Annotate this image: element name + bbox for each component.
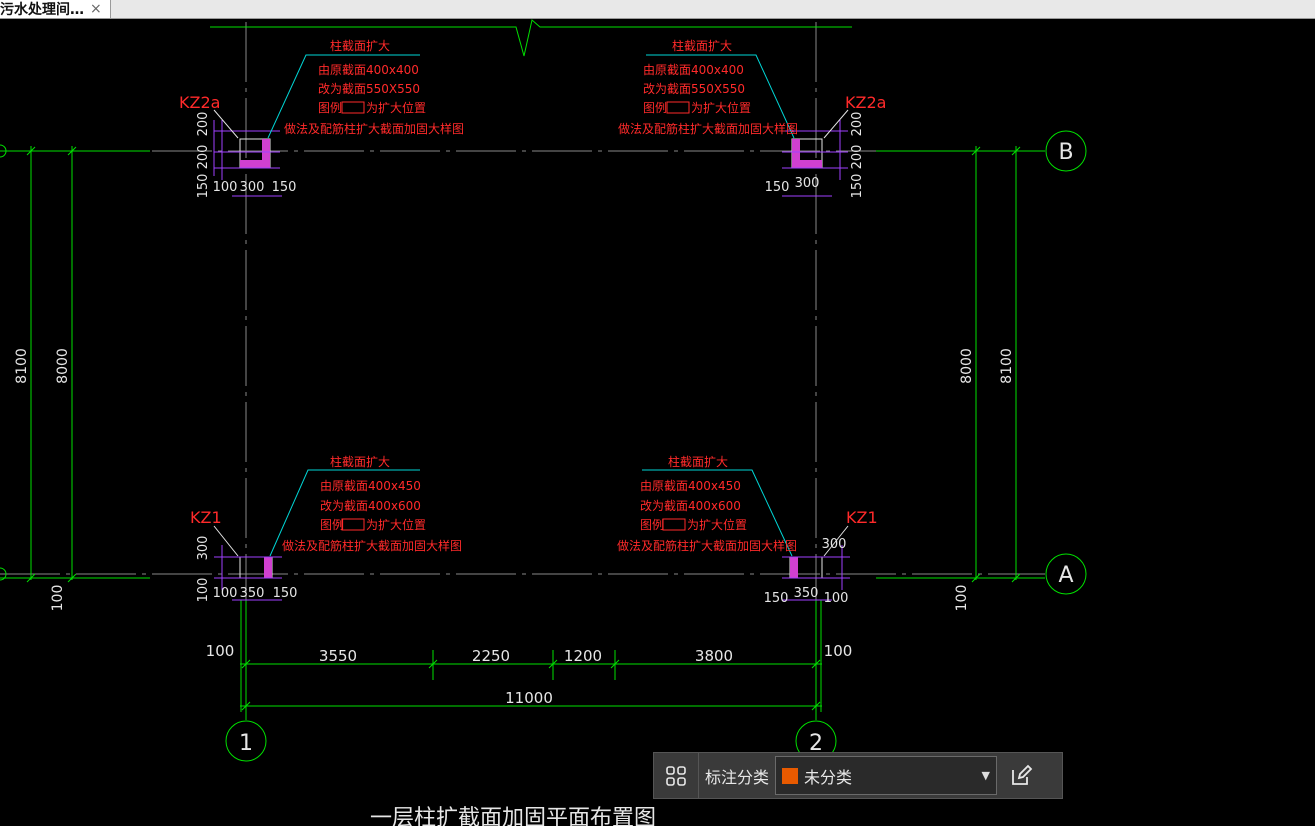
svg-text:300: 300 xyxy=(795,176,820,191)
svg-text:150: 150 xyxy=(765,180,790,195)
label-kz1-bottom-left: KZ1 xyxy=(190,508,222,527)
dim-100-left: 100 xyxy=(50,585,66,612)
svg-text:350: 350 xyxy=(240,586,265,601)
svg-text:柱截面扩大: 柱截面扩大 xyxy=(330,38,390,53)
grid-lines xyxy=(0,22,1045,720)
svg-text:100: 100 xyxy=(213,586,238,601)
svg-text:改为截面550X550: 改为截面550X550 xyxy=(643,82,745,96)
svg-text:为扩大位置: 为扩大位置 xyxy=(691,100,751,115)
svg-text:为扩大位置: 为扩大位置 xyxy=(366,100,426,115)
svg-text:150: 150 xyxy=(272,180,297,195)
svg-text:150: 150 xyxy=(850,174,865,199)
svg-text:1: 1 xyxy=(239,731,253,756)
dim-100-bottom-left: 100 xyxy=(206,642,235,660)
svg-text:150: 150 xyxy=(196,174,211,199)
svg-text:柱截面扩大: 柱截面扩大 xyxy=(668,454,728,469)
annotation-category-panel: 标注分类 未分类 ▼ xyxy=(653,752,1063,799)
svg-text:350: 350 xyxy=(794,586,819,601)
note-top-left: 柱截面扩大 由原截面400x400 改为截面550X550 图例 为扩大位置 做… xyxy=(284,38,464,136)
axis-bubble-a: A xyxy=(1045,553,1087,595)
svg-text:做法及配筋柱扩大截面加固大样图: 做法及配筋柱扩大截面加固大样图 xyxy=(282,538,462,553)
svg-text:150: 150 xyxy=(273,586,298,601)
svg-text:由原截面400x400: 由原截面400x400 xyxy=(643,63,744,77)
grid-layout-icon[interactable] xyxy=(654,753,698,798)
svg-text:图例: 图例 xyxy=(640,518,664,532)
svg-text:做法及配筋柱扩大截面加固大样图: 做法及配筋柱扩大截面加固大样图 xyxy=(617,538,797,553)
dim-3800: 3800 xyxy=(695,647,733,665)
axis-bubble-b: B xyxy=(1045,130,1087,172)
dim-8100-left: 8100 xyxy=(14,348,30,384)
label-kz2a-top-right: KZ2a xyxy=(845,93,886,112)
left-dimensions xyxy=(0,146,150,583)
svg-text:100: 100 xyxy=(196,578,211,603)
plan-title: 一层柱扩截面加固平面布置图 xyxy=(370,806,656,826)
dim-100-right: 100 xyxy=(954,585,970,612)
svg-text:2: 2 xyxy=(809,731,823,756)
note-bottom-right: 柱截面扩大 由原截面400x450 改为截面400x600 图例 为扩大位置 做… xyxy=(617,454,797,553)
svg-text:为扩大位置: 为扩大位置 xyxy=(687,517,747,532)
note-bottom-left: 柱截面扩大 由原截面400x450 改为截面400x600 图例 为扩大位置 做… xyxy=(282,454,462,553)
svg-text:柱截面扩大: 柱截面扩大 xyxy=(330,454,390,469)
note-top-right: 柱截面扩大 由原截面400x400 改为截面550X550 图例 为扩大位置 做… xyxy=(618,38,798,136)
svg-text:300: 300 xyxy=(822,537,847,552)
svg-text:图例: 图例 xyxy=(318,101,342,115)
svg-text:B: B xyxy=(1058,140,1073,165)
label-kz1-bottom-right: KZ1 xyxy=(846,508,878,527)
svg-text:由原截面400x400: 由原截面400x400 xyxy=(318,63,419,77)
svg-text:改为截面400x600: 改为截面400x600 xyxy=(640,499,741,513)
category-selected-value: 未分类 xyxy=(804,767,853,787)
svg-text:做法及配筋柱扩大截面加固大样图: 做法及配筋柱扩大截面加固大样图 xyxy=(618,121,798,136)
svg-text:由原截面400x450: 由原截面400x450 xyxy=(640,479,741,493)
svg-text:由原截面400x450: 由原截面400x450 xyxy=(320,479,421,493)
svg-text:柱截面扩大: 柱截面扩大 xyxy=(672,38,732,53)
bottom-dimensions xyxy=(240,600,822,712)
right-dimensions xyxy=(876,146,1045,583)
svg-text:改为截面400x600: 改为截面400x600 xyxy=(320,499,421,513)
title-bar: 污水处理间… × xyxy=(0,0,1315,19)
tab-title: 污水处理间… xyxy=(0,2,84,18)
dim-3550: 3550 xyxy=(319,647,357,665)
svg-text:图例: 图例 xyxy=(320,518,344,532)
column-kz1-bottom-right[interactable] xyxy=(782,545,850,601)
dim-11000: 11000 xyxy=(505,689,553,707)
svg-text:300: 300 xyxy=(196,536,211,561)
column-kz1-bottom-left[interactable] xyxy=(214,545,282,601)
svg-text:100: 100 xyxy=(824,591,849,606)
label-kz2a-top-left: KZ2a xyxy=(179,93,220,112)
dim-100-bottom-right: 100 xyxy=(824,642,853,660)
column-kz2a-top-right[interactable] xyxy=(782,120,848,197)
dim-1200: 1200 xyxy=(564,647,602,665)
svg-text:200: 200 xyxy=(850,145,865,170)
svg-text:300: 300 xyxy=(240,180,265,195)
svg-text:图例: 图例 xyxy=(643,101,667,115)
close-icon[interactable]: × xyxy=(90,1,102,17)
svg-text:200: 200 xyxy=(196,112,211,137)
dim-2250: 2250 xyxy=(472,647,510,665)
svg-text:做法及配筋柱扩大截面加固大样图: 做法及配筋柱扩大截面加固大样图 xyxy=(284,121,464,136)
svg-text:150: 150 xyxy=(764,591,789,606)
svg-text:A: A xyxy=(1058,563,1073,588)
column-kz2a-top-left[interactable] xyxy=(213,120,282,197)
top-break-line xyxy=(210,19,852,57)
svg-text:200: 200 xyxy=(196,145,211,170)
dim-8000-left: 8000 xyxy=(55,348,71,384)
svg-text:200: 200 xyxy=(850,112,865,137)
svg-text:100: 100 xyxy=(213,180,238,195)
dim-8000-right: 8000 xyxy=(959,348,975,384)
svg-text:为扩大位置: 为扩大位置 xyxy=(366,517,426,532)
dim-8100-right: 8100 xyxy=(999,348,1015,384)
category-color-swatch xyxy=(782,767,799,784)
svg-text:改为截面550X550: 改为截面550X550 xyxy=(318,82,420,96)
document-tab[interactable]: 污水处理间… × xyxy=(0,0,111,18)
annotation-category-label: 标注分类 xyxy=(698,753,775,798)
edit-icon[interactable] xyxy=(997,753,1045,798)
annotation-category-select[interactable]: 未分类 ▼ xyxy=(775,756,998,795)
chevron-down-icon: ▼ xyxy=(981,769,991,782)
cad-drawing-canvas[interactable]: 8100 8000 100 8000 8100 100 B A 1 2 xyxy=(0,18,1315,826)
